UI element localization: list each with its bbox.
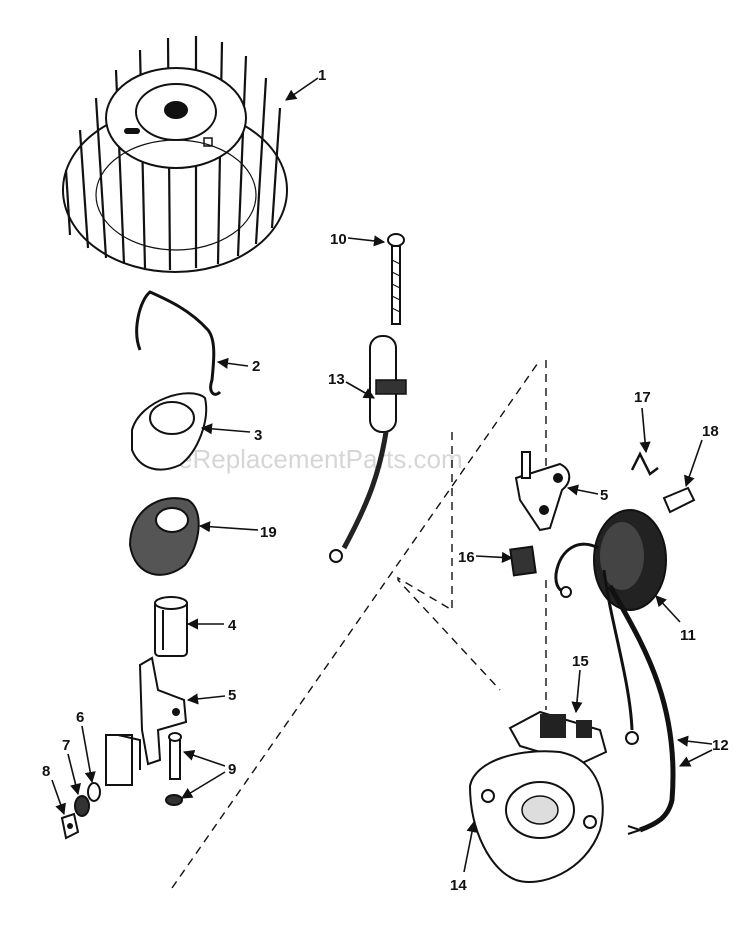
callout-1: 1 (318, 67, 326, 84)
callout-5-left: 5 (228, 687, 236, 704)
cover-part (131, 392, 208, 471)
callout-7: 7 (62, 737, 70, 754)
wire-spring-part (135, 290, 222, 396)
callout-labels: 1 2 3 19 4 5 6 7 8 9 10 13 5 16 17 18 11… (42, 67, 729, 894)
clip-part (662, 486, 696, 514)
washer-nut-parts (60, 782, 101, 840)
block-part (509, 545, 537, 577)
callout-13: 13 (328, 371, 345, 388)
stator-top-part (508, 710, 608, 766)
callout-11: 11 (680, 627, 696, 644)
condenser-part (329, 335, 407, 563)
callout-15: 15 (572, 653, 589, 670)
callout-9: 9 (228, 761, 236, 778)
callout-16: 16 (458, 549, 475, 566)
callout-3: 3 (254, 427, 262, 444)
wire-clip-part (630, 451, 659, 476)
callout-18: 18 (702, 423, 719, 440)
callout-14: 14 (450, 877, 467, 894)
leads-part (602, 569, 676, 835)
callout-19: 19 (260, 524, 277, 541)
gasket-part (128, 497, 200, 576)
screw-part (165, 732, 183, 806)
coil-part (554, 509, 667, 611)
callout-8: 8 (42, 763, 50, 780)
bushing-part (154, 596, 188, 657)
screw-10-part (387, 233, 405, 325)
flywheel-part (62, 36, 288, 273)
callout-5-right: 5 (600, 487, 608, 504)
callout-6: 6 (76, 709, 84, 726)
stator-housing-part (468, 750, 604, 883)
bracket-part (514, 451, 571, 532)
callout-4: 4 (228, 617, 237, 634)
breaker-arm-part (105, 656, 188, 786)
callout-17: 17 (634, 389, 651, 406)
leader-lines (51, 77, 713, 873)
callout-10: 10 (330, 231, 347, 248)
callout-2: 2 (252, 358, 260, 375)
callout-12: 12 (712, 737, 729, 754)
assembly-dashed-lines (171, 359, 547, 889)
watermark-text: eReplacementParts.com (178, 444, 463, 474)
